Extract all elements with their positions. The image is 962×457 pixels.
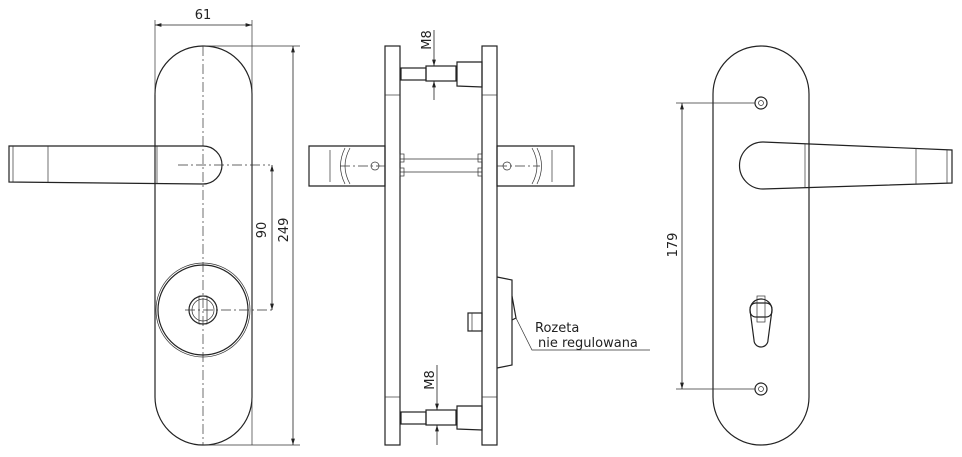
screw-spacing-dimension: 179	[666, 233, 681, 258]
inner-plate	[481, 45, 498, 446]
top-screw-hole	[754, 96, 768, 110]
rosette: Rozeta nie regulowana	[467, 276, 650, 369]
lever-handle-back	[738, 141, 953, 190]
outer-plate	[384, 45, 401, 446]
bottom-bolt: M8	[400, 365, 483, 445]
bottom-thread-label: M8	[423, 370, 438, 390]
left-handle-side	[308, 145, 386, 187]
escutcheon-plate	[154, 45, 253, 446]
axis-distance-dimension: 90	[255, 222, 270, 239]
height-dimension: 249	[277, 218, 292, 243]
cylinder-cutout	[749, 295, 773, 348]
width-dimension: 61	[195, 8, 212, 23]
lever-handle	[8, 145, 270, 185]
top-bolt: M8	[400, 30, 483, 100]
back-view: 179	[666, 45, 953, 446]
cylinder-rosette	[155, 262, 272, 358]
rosette-note-line2: nie regulowana	[538, 336, 638, 351]
right-handle-side	[496, 145, 575, 187]
back-plate	[712, 45, 810, 446]
bottom-screw-hole	[754, 382, 768, 396]
side-view: M8 M8 Rozeta nie regulowana	[308, 30, 650, 446]
top-thread-label: M8	[420, 30, 435, 50]
rosette-note-line1: Rozeta	[535, 321, 579, 336]
front-view: 61 249 90	[8, 8, 300, 446]
